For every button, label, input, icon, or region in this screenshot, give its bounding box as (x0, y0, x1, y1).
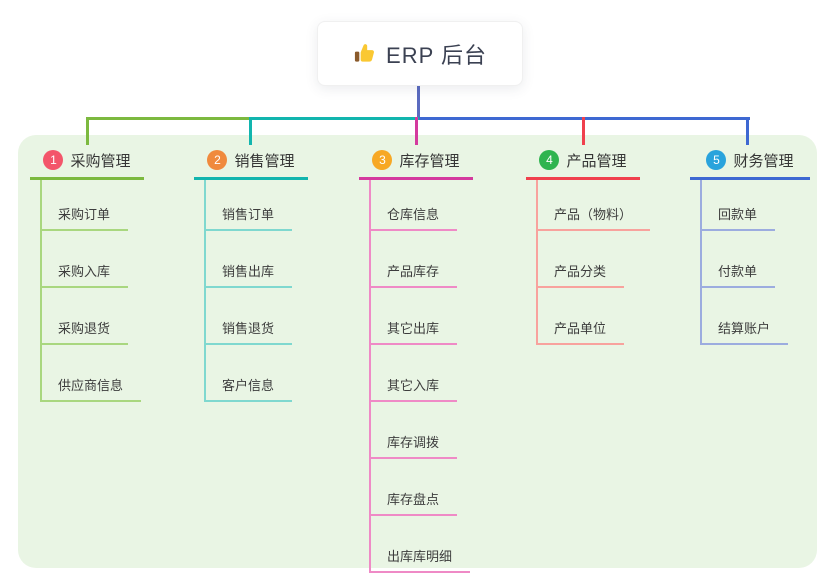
branch-badge: 5 (706, 150, 727, 170)
mindmap-node[interactable]: 产品库存 (371, 231, 458, 288)
mindmap-node[interactable]: 出库库明细 (371, 516, 471, 573)
mindmap-node[interactable]: 产品单位 (538, 288, 625, 345)
mindmap-node[interactable]: 客户信息 (206, 345, 293, 402)
mindmap-node[interactable]: 库存盘点 (371, 459, 458, 516)
mindmap-node[interactable]: 其它出库 (371, 288, 458, 345)
branch-title-label: 产品管理 (566, 152, 627, 170)
canvas-panel (18, 135, 817, 568)
connector-drop-sales (249, 117, 252, 145)
mindmap-node[interactable]: 销售出库 (206, 231, 293, 288)
mindmap-node[interactable]: 库存调拨 (371, 402, 458, 459)
connector-drop-inventory (415, 117, 418, 145)
branch-title-label: 销售管理 (234, 152, 295, 170)
branch-title-sales[interactable]: 2 销售管理 (194, 143, 308, 180)
mindmap-node[interactable]: 其它入库 (371, 345, 458, 402)
root-node-label: ERP 后台 (386, 42, 487, 68)
branch-children: 产品（物料） 产品分类 产品单位 (536, 180, 651, 345)
thumbs-up-icon (353, 42, 376, 65)
mindmap-node[interactable]: 采购入库 (42, 231, 129, 288)
mindmap-node[interactable]: 结算账户 (702, 288, 789, 345)
branch-badge: 1 (43, 150, 64, 170)
connector-drop-product (582, 117, 585, 145)
branch-badge: 2 (207, 150, 228, 170)
branch-title-product[interactable]: 4 产品管理 (526, 143, 640, 180)
branch-title-label: 库存管理 (399, 152, 460, 170)
branch-finance: 5 财务管理 回款单 付款单 结算账户 (690, 143, 810, 345)
mindmap-node[interactable]: 回款单 (702, 180, 776, 231)
connector-rail-sales (249, 117, 419, 120)
branch-children: 仓库信息 产品库存 其它出库 其它入库 库存调拨 库存盘点 出库库明细 (369, 180, 473, 573)
mindmap-node[interactable]: 销售订单 (206, 180, 293, 231)
branch-children: 采购订单 采购入库 采购退货 供应商信息 (40, 180, 144, 402)
branch-badge: 3 (372, 150, 393, 170)
root-node[interactable]: ERP 后台 (317, 21, 523, 86)
mindmap-node[interactable]: 付款单 (702, 231, 776, 288)
branch-title-inventory[interactable]: 3 库存管理 (359, 143, 473, 180)
branch-title-label: 采购管理 (70, 152, 131, 170)
mindmap-node[interactable]: 采购退货 (42, 288, 129, 345)
mindmap-node[interactable]: 销售退货 (206, 288, 293, 345)
branch-badge: 4 (539, 150, 560, 170)
connector-drop-finance (746, 117, 749, 145)
mindmap-node[interactable]: 供应商信息 (42, 345, 142, 402)
branch-product: 4 产品管理 产品（物料） 产品分类 产品单位 (526, 143, 651, 345)
connector-drop-purchase (86, 117, 89, 145)
branch-sales: 2 销售管理 销售订单 销售出库 销售退货 客户信息 (194, 143, 308, 402)
branch-title-label: 财务管理 (733, 152, 794, 170)
mindmap-node[interactable]: 产品（物料） (538, 180, 651, 231)
branch-inventory: 3 库存管理 仓库信息 产品库存 其它出库 其它入库 库存调拨 库存盘点 出库库… (359, 143, 473, 573)
branch-children: 销售订单 销售出库 销售退货 客户信息 (204, 180, 308, 402)
branch-title-purchase[interactable]: 1 采购管理 (30, 143, 144, 180)
branch-title-finance[interactable]: 5 财务管理 (690, 143, 810, 180)
mindmap-node[interactable]: 仓库信息 (371, 180, 458, 231)
mindmap-node[interactable]: 产品分类 (538, 231, 625, 288)
branch-purchase: 1 采购管理 采购订单 采购入库 采购退货 供应商信息 (30, 143, 144, 402)
root-stem-connector (417, 84, 420, 118)
mindmap-node[interactable]: 采购订单 (42, 180, 129, 231)
branch-children: 回款单 付款单 结算账户 (700, 180, 810, 345)
